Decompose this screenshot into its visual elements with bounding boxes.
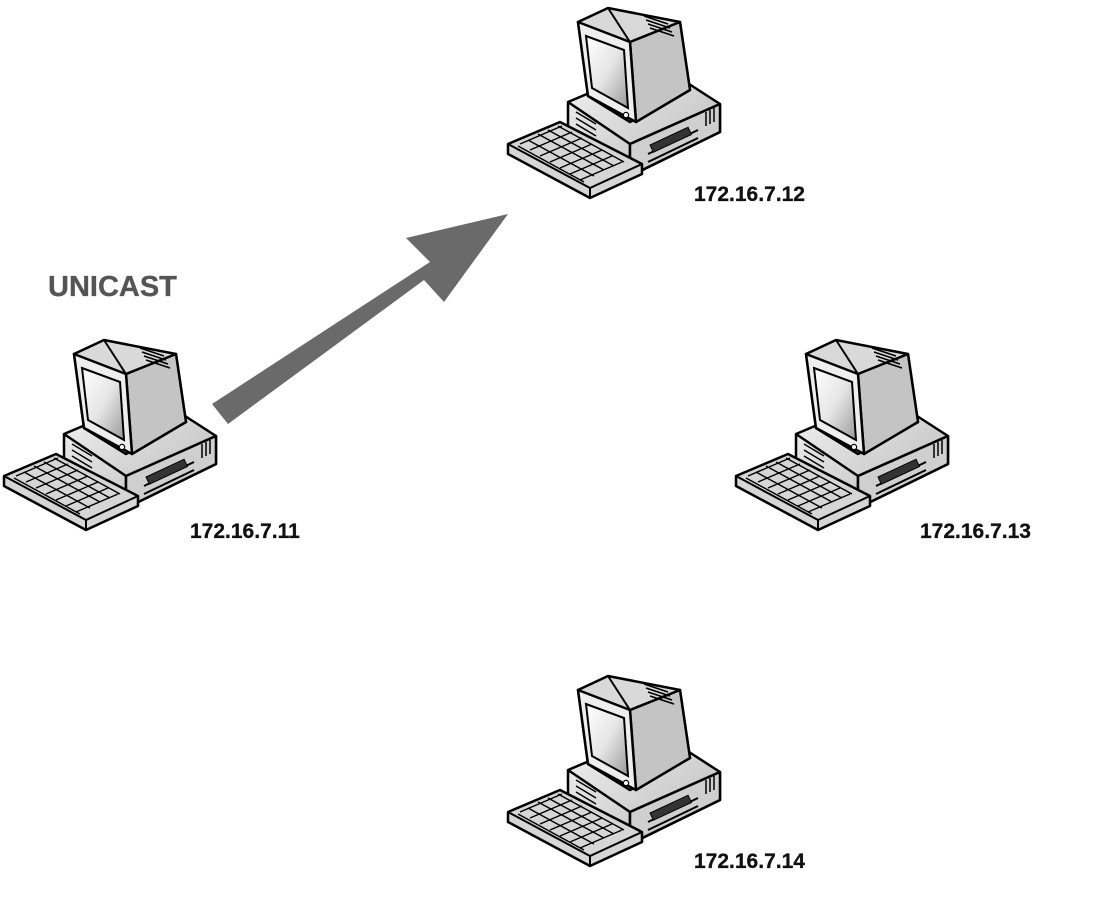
- computer-icon-host-14: [506, 674, 722, 868]
- host-ip-label: 172.16.7.12: [694, 183, 805, 206]
- computer-icon-host-13: [734, 338, 950, 532]
- unicast-arrow: [212, 214, 508, 424]
- diagram-title: UNICAST: [48, 271, 177, 303]
- host-ip-label: 172.16.7.14: [694, 850, 805, 873]
- host-ip-label: 172.16.7.13: [920, 520, 1031, 543]
- computer-icon-host-12: [506, 6, 722, 200]
- computer-icon-sender: [2, 338, 218, 532]
- sender-ip-label: 172.16.7.11: [190, 520, 300, 543]
